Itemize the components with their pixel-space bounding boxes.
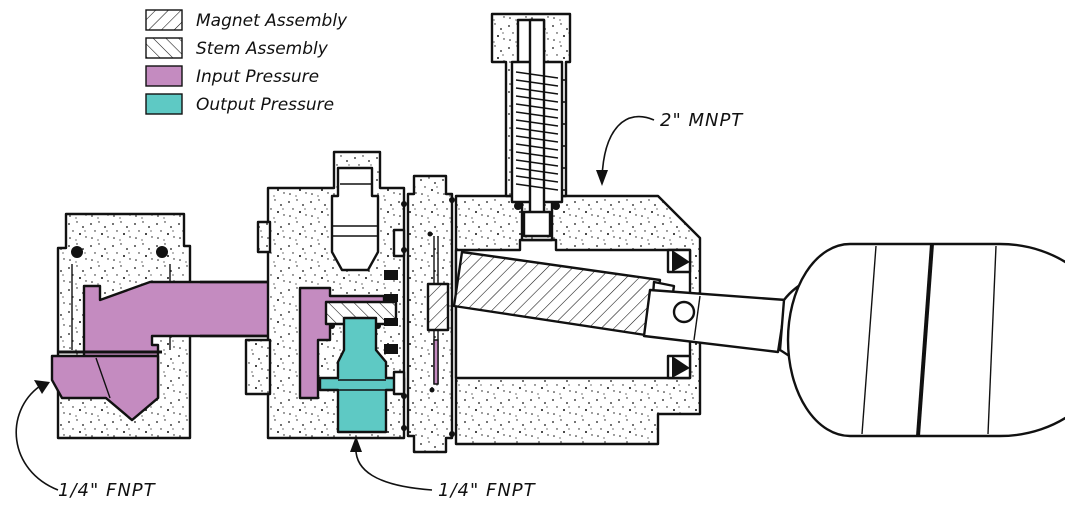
legend-label: Magnet Assembly xyxy=(196,11,348,31)
legend-swatch-magnet-icon xyxy=(145,9,183,31)
float xyxy=(778,242,1065,438)
spring-stem xyxy=(490,12,572,242)
float-housing xyxy=(452,194,788,446)
plate-input-channel xyxy=(433,339,439,385)
callout-label: 2" MNPT xyxy=(660,110,744,131)
callout-inlet-port: 1/4" FNPT xyxy=(15,380,157,501)
legend-swatch-stem-icon xyxy=(145,37,183,59)
legend-item-stem-assembly: Stem Assembly xyxy=(145,37,329,59)
legend: Magnet Assembly Stem Assembly Input Pres… xyxy=(145,9,348,115)
leader-arrow xyxy=(355,445,433,491)
legend-swatch-input-icon xyxy=(145,65,183,87)
leader-arrow xyxy=(15,385,59,491)
callout-label: 1/4" FNPT xyxy=(438,480,537,501)
legend-label: Output Pressure xyxy=(196,95,334,115)
body-output-pressure-cavity xyxy=(318,316,406,434)
inlet-fitting xyxy=(50,212,324,440)
callout-top-port: 2" MNPT xyxy=(596,110,744,186)
legend-swatch-output-icon xyxy=(145,93,183,115)
legend-item-input-pressure: Input Pressure xyxy=(145,65,319,87)
spring-coils xyxy=(515,71,559,191)
legend-item-magnet-assembly: Magnet Assembly xyxy=(145,9,348,31)
leader-arrow xyxy=(601,115,655,179)
legend-label: Input Pressure xyxy=(196,67,319,87)
magnet-plate xyxy=(406,174,455,454)
callout-outlet-port: 1/4" FNPT xyxy=(350,436,537,501)
legend-label: Stem Assembly xyxy=(196,39,329,59)
callout-label: 1/4" FNPT xyxy=(58,480,157,501)
legend-item-output-pressure: Output Pressure xyxy=(145,93,334,115)
valve-body xyxy=(244,150,407,440)
